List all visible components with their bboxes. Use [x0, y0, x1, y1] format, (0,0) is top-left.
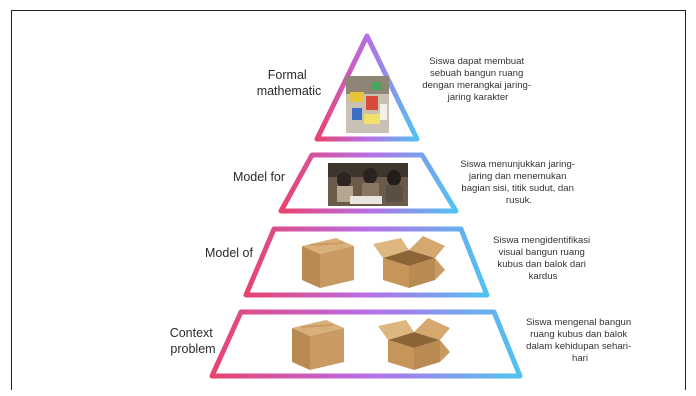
photo-of-students-working [328, 163, 408, 206]
figure-frame [11, 10, 686, 390]
level-3-description-line: visual bangun ruang [498, 247, 584, 258]
level-2-description-line: rusuk. [506, 195, 532, 206]
level-4-description-line: hari [572, 353, 588, 364]
level-4-label-line: problem [170, 342, 215, 356]
level-4-description: Siswa mengenal bangun ruang kubus dan ba… [526, 317, 634, 364]
level-2-label-line: Model for [233, 170, 285, 184]
level-1-description-line: dengan merangkai jaring- [422, 80, 531, 91]
level-4-trapezoid [209, 309, 523, 379]
level-2-trapezoid [278, 152, 459, 214]
level-1-description-line: Siswa dapat membuat [429, 56, 524, 67]
level-3-label: Model of [205, 246, 253, 260]
level-3-description: Siswa mengidentifikasi visual bangun rua… [493, 235, 593, 282]
level-1-description: Siswa dapat membuat sebuah bangun ruang … [422, 56, 533, 103]
level-formal-mathematic: Formal mathematic Siswa dapat membuat se… [257, 33, 533, 142]
level-model-of: Model of Siswa mengidentifikasi visual b… [205, 226, 593, 298]
level-2-description-line: jaring dan menemukan [468, 171, 567, 182]
level-1-label: Formal mathematic [257, 68, 322, 98]
closed-cardboard-box [302, 238, 354, 288]
photo-of-craft-materials [346, 76, 389, 133]
level-2-description: Siswa menunjukkan jaring- jaring dan men… [460, 159, 577, 206]
level-4-description-line: dalam kehidupan sehari- [526, 341, 631, 352]
open-cardboard-box [373, 236, 445, 288]
level-1-description-line: sebuah bangun ruang [430, 68, 523, 79]
level-1-triangle [314, 33, 420, 142]
level-2-label: Model for [233, 170, 285, 184]
level-1-label-line: mathematic [257, 84, 322, 98]
level-2-description-line: Siswa menunjukkan jaring- [460, 159, 575, 170]
level-2-description-line: bagian sisi, titik sudut, dan [461, 183, 574, 194]
level-4-description-line: ruang kubus dan balok [530, 329, 627, 340]
level-4-label: Context problem [170, 326, 217, 356]
level-3-label-line: Model of [205, 246, 253, 260]
level-model-for: Model for Siswa menunjukkan jaring- jari… [233, 152, 577, 214]
level-context-problem: Context problem Siswa mengenal bangun ru… [170, 309, 634, 379]
level-4-description-line: Siswa mengenal bangun [526, 317, 631, 328]
level-1-label-line: Formal [268, 68, 307, 82]
level-1-description-line: jaring karakter [447, 92, 510, 103]
level-3-description-line: Siswa mengidentifikasi [493, 235, 590, 246]
closed-cardboard-box [292, 320, 344, 370]
level-3-trapezoid [243, 226, 490, 298]
open-cardboard-box [378, 318, 450, 370]
level-4-label-line: Context [170, 326, 214, 340]
level-3-description-line: kubus dan balok dari [497, 259, 586, 270]
level-3-description-line: kardus [529, 271, 558, 282]
